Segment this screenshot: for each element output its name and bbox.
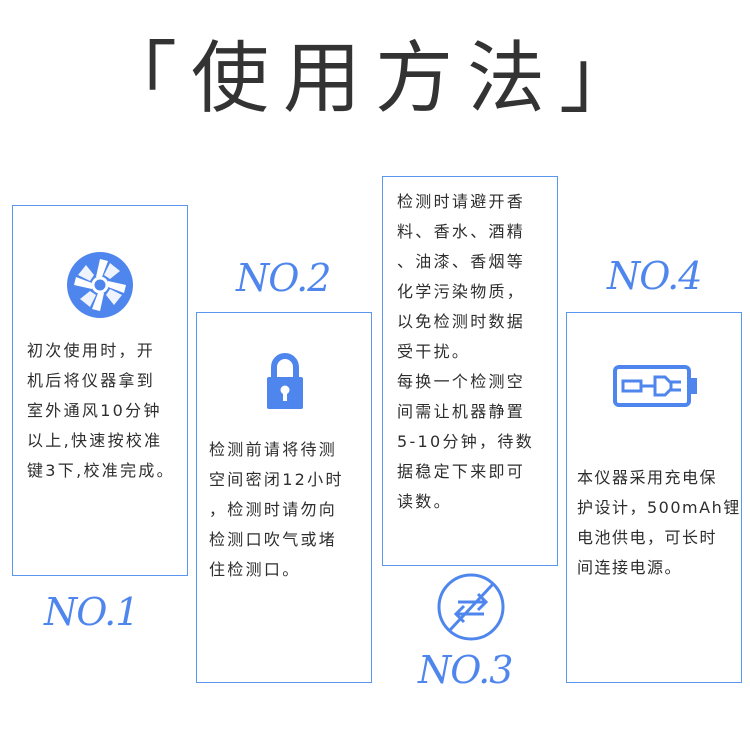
step-text-1: 初次使用时，开 机后将仪器拿到 室外通风10分钟 以上,快速按校准 键3下,校准… xyxy=(27,341,175,480)
step-card-2: 检测前请将待测 空间密闭12小时 ，检测时请勿向 检测口吹气或堵 住检测口。 xyxy=(196,312,372,683)
step-card-3: 检测时请避开香 料、香水、酒精 、油漆、香烟等 化学污染物质， 以免检测时数据 … xyxy=(382,176,558,566)
page-title: 「使用方法」 xyxy=(98,34,651,124)
step-card-4: 本仪器采用充电保 护设计，500mAh锂 电池供电，可长时 间连接电源。 xyxy=(566,312,742,683)
lock-icon xyxy=(267,353,303,409)
step-number-3: NO.3 xyxy=(418,648,513,692)
step-number-1: NO.1 xyxy=(44,590,139,634)
no-interference-icon xyxy=(437,573,505,641)
step-number-4: NO.4 xyxy=(607,254,702,298)
step-text-2: 检测前请将待测 空间密闭12小时 ，检测时请勿向 检测口吹气或堵 住检测口。 xyxy=(209,440,344,579)
fan-icon xyxy=(67,252,133,318)
battery-plug-icon xyxy=(613,365,697,407)
step-number-2: NO.2 xyxy=(236,256,331,300)
step-card-1: 初次使用时，开 机后将仪器拿到 室外通风10分钟 以上,快速按校准 键3下,校准… xyxy=(12,205,188,576)
step-text-4: 本仪器采用充电保 护设计，500mAh锂 电池供电，可长时 间连接电源。 xyxy=(577,468,741,577)
step-text-3: 检测时请避开香 料、香水、酒精 、油漆、香烟等 化学污染物质， 以免检测时数据 … xyxy=(397,192,535,511)
